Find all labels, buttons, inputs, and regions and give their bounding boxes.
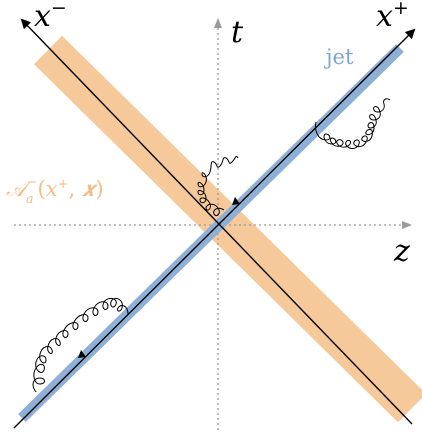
x-minus-base: x xyxy=(34,0,51,34)
gluon-center xyxy=(197,155,239,217)
z-axis-arrowhead xyxy=(402,221,412,229)
jet-direction-arrow-center xyxy=(232,197,240,205)
field-sub: a xyxy=(26,192,34,207)
x-minus-sup: − xyxy=(51,0,67,19)
t-axis-arrowhead xyxy=(214,18,222,28)
x-plus-label: x+ xyxy=(376,0,409,34)
field-arg1-sup: + xyxy=(58,177,69,192)
t-axis-label: t xyxy=(231,15,244,50)
z-axis-label: z xyxy=(393,234,410,269)
field-arg1: x xyxy=(46,177,58,201)
x-minus-label: x− xyxy=(34,0,67,34)
x-minus-line xyxy=(20,18,413,425)
gluon-upper-right xyxy=(315,98,391,149)
gluon-lower-left xyxy=(32,297,129,393)
field-comma: , xyxy=(69,177,82,201)
x-plus-base: x xyxy=(376,0,393,34)
x-plus-sup: + xyxy=(393,0,409,19)
field-sup: − xyxy=(27,175,38,190)
field-close-paren: ) xyxy=(95,177,103,201)
field-arg2: 𝒙 xyxy=(82,177,99,201)
jet-label: jet xyxy=(323,45,354,69)
field-open-paren: ( xyxy=(38,177,46,201)
jet-direction-arrow-lower xyxy=(78,350,86,358)
target-field-label: 𝒜a−(x+, 𝒙) xyxy=(6,175,104,207)
x-plus-line xyxy=(13,28,416,429)
